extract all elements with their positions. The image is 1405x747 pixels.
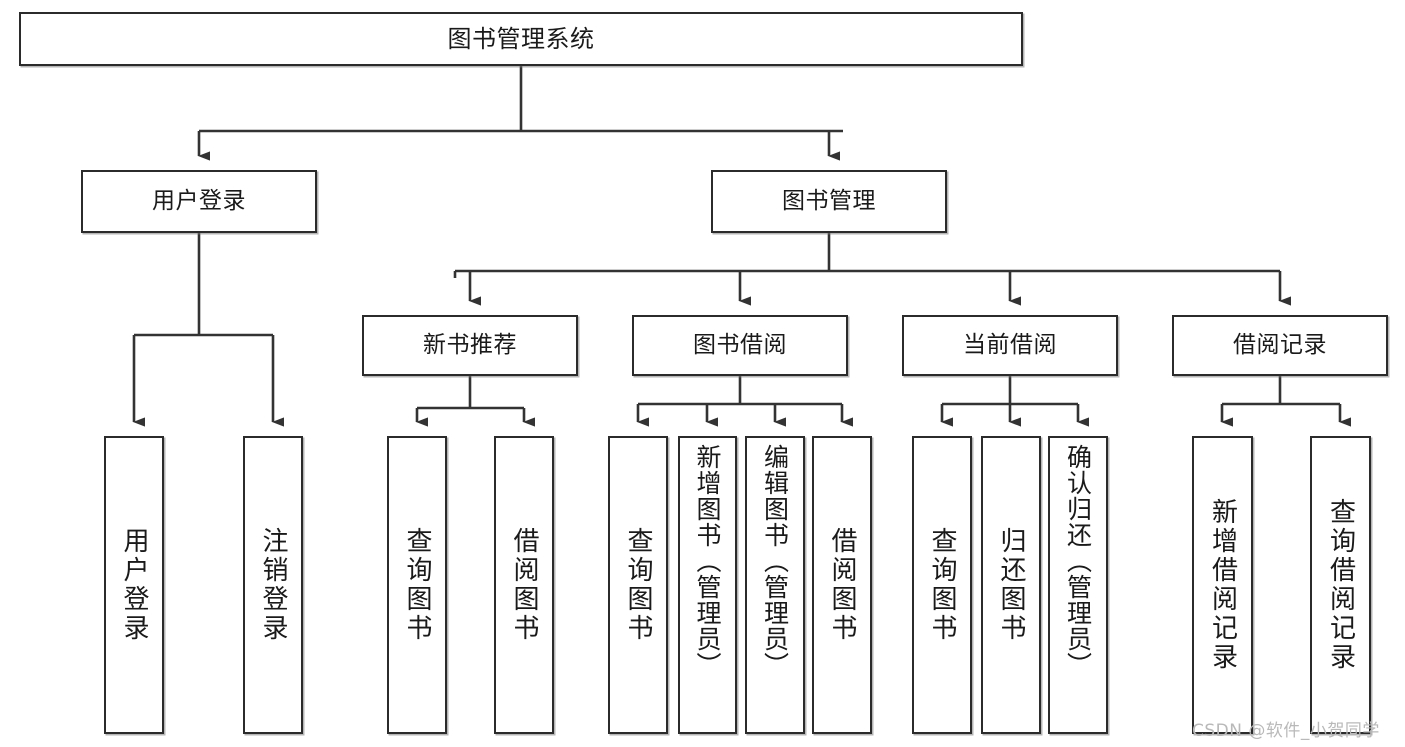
node-book-management[interactable]: 图书管理 — [711, 170, 947, 233]
node-leaf-confirm-return-admin[interactable]: 确认归还（管理员） — [1048, 436, 1108, 734]
node-label: 新增借阅记录 — [1207, 498, 1238, 672]
node-label: 新增图书（管理员） — [693, 444, 722, 678]
node-root-book-management-system[interactable]: 图书管理系统 — [19, 12, 1023, 66]
node-label: 用户登录 — [119, 527, 149, 643]
node-leaf-add-borrow-record[interactable]: 新增借阅记录 — [1192, 436, 1253, 734]
node-label: 图书管理 — [782, 187, 876, 214]
node-label: 用户登录 — [152, 187, 246, 214]
node-leaf-edit-book-admin[interactable]: 编辑图书（管理员） — [745, 436, 805, 734]
node-user-login[interactable]: 用户登录 — [81, 170, 317, 233]
node-label: 确认归还（管理员） — [1063, 444, 1093, 678]
node-new-book-recommendation[interactable]: 新书推荐 — [362, 315, 578, 376]
node-leaf-borrow-book-newbook[interactable]: 借阅图书 — [494, 436, 554, 734]
node-book-borrowing[interactable]: 图书借阅 — [632, 315, 848, 376]
node-label: 图书管理系统 — [447, 24, 595, 53]
node-leaf-return-book[interactable]: 归还图书 — [981, 436, 1041, 734]
csdn-watermark: CSDN @软件_小贺同学 — [1192, 721, 1380, 741]
node-leaf-query-book-current[interactable]: 查询图书 — [912, 436, 972, 734]
node-label: 新书推荐 — [423, 331, 517, 358]
node-leaf-borrow-book-borrow[interactable]: 借阅图书 — [812, 436, 872, 734]
node-label: 借阅图书 — [509, 527, 539, 643]
node-leaf-query-book-newbook[interactable]: 查询图书 — [387, 436, 447, 734]
node-label: 查询图书 — [402, 527, 432, 643]
node-label: 当前借阅 — [963, 331, 1057, 358]
node-label: 借阅图书 — [827, 527, 857, 643]
node-label: 查询图书 — [623, 527, 653, 643]
node-leaf-query-borrow-record[interactable]: 查询借阅记录 — [1310, 436, 1371, 734]
node-borrowing-record[interactable]: 借阅记录 — [1172, 315, 1388, 376]
node-leaf-logout[interactable]: 注销登录 — [243, 436, 303, 734]
node-leaf-query-book-borrow[interactable]: 查询图书 — [608, 436, 668, 734]
node-current-borrowing[interactable]: 当前借阅 — [902, 315, 1118, 376]
node-label: 查询借阅记录 — [1325, 498, 1356, 672]
node-label: 查询图书 — [927, 527, 957, 643]
node-label: 注销登录 — [258, 527, 288, 643]
node-label: 图书借阅 — [693, 331, 787, 358]
node-label: 编辑图书（管理员） — [760, 444, 790, 678]
node-label: 借阅记录 — [1233, 331, 1327, 358]
node-leaf-user-login[interactable]: 用户登录 — [104, 436, 164, 734]
node-leaf-add-book-admin[interactable]: 新增图书（管理员） — [678, 436, 737, 734]
node-label: 归还图书 — [996, 527, 1026, 643]
